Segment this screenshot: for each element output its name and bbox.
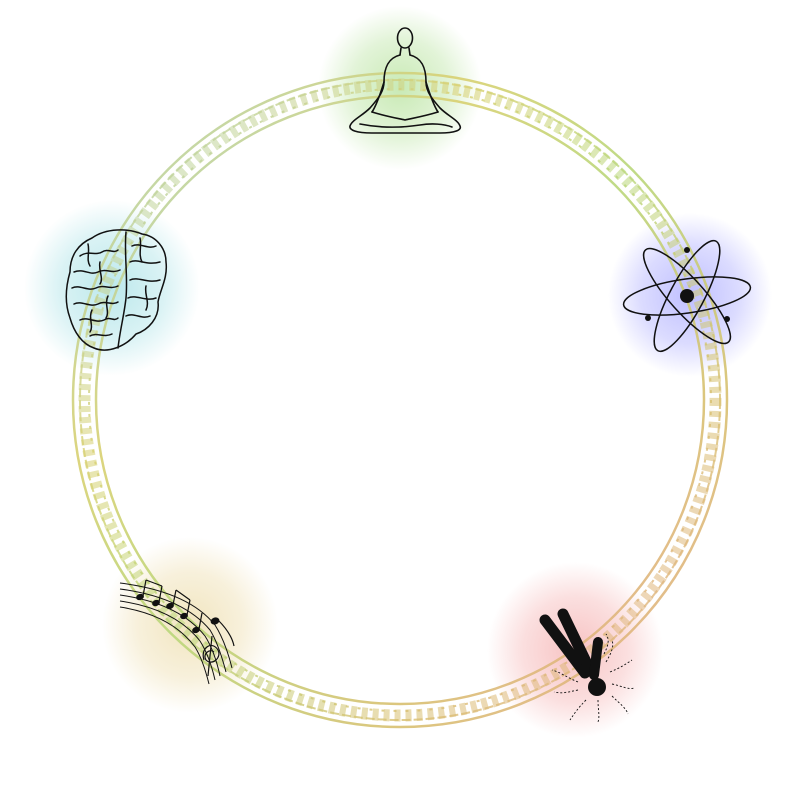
meditation-figure-icon [349,27,462,134]
atom-icon [622,239,752,353]
falling-person-icon [539,608,635,723]
music-staff-icon [119,579,235,685]
meander-ring [71,71,729,729]
brain-icon [65,229,168,351]
